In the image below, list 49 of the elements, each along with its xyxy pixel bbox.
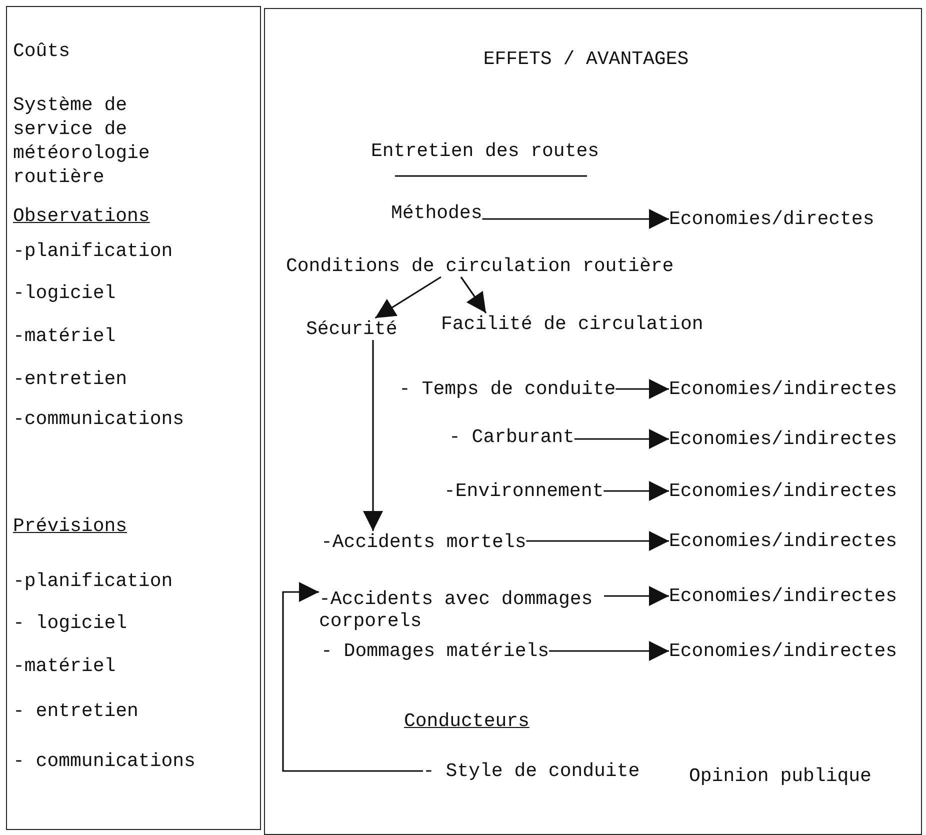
text-label: Conditions de circulation routière <box>286 255 674 277</box>
text-label: -planification <box>13 240 173 262</box>
panel <box>6 6 261 830</box>
text-label: Sécurité <box>306 318 398 340</box>
arrow <box>460 276 487 314</box>
arrow <box>549 641 669 661</box>
section-heading: Observations <box>13 205 150 227</box>
text-label: Système de service de météorologie routière <box>13 93 151 189</box>
text-label: Coûts <box>13 40 70 62</box>
arrow <box>363 340 383 531</box>
text-label: -entretien <box>13 368 128 390</box>
text-label: - communications <box>13 750 196 772</box>
text-label: -matériel <box>13 655 116 677</box>
text-label: Entretien des routes <box>371 140 600 162</box>
text-label: Méthodes <box>391 202 482 224</box>
section-heading: Prévisions <box>13 515 128 537</box>
text-label: Economies/indirectes <box>669 480 898 502</box>
text-label: Economies/indirectes <box>669 640 898 662</box>
panel <box>264 8 922 835</box>
text-label: -Accidents mortels <box>321 531 526 553</box>
arrow <box>482 209 669 229</box>
text-label: Economies/indirectes <box>669 378 898 400</box>
text-label: Economies/indirectes <box>669 530 898 552</box>
arrow <box>574 429 669 449</box>
text-label: Economies/indirectes <box>669 428 898 450</box>
arrow <box>526 531 669 551</box>
text-label: -Accidents avec dommages corporels <box>319 588 604 632</box>
text-label: - logiciel <box>13 612 128 634</box>
text-label: - Carburant <box>449 426 574 448</box>
text-label: EFFETS / AVANTAGES <box>483 48 689 70</box>
text-label: - Style de conduite <box>423 760 640 782</box>
arrow <box>604 586 669 606</box>
arrow <box>616 379 669 399</box>
text-label: -matériel <box>13 325 116 347</box>
section-heading: Conducteurs <box>404 710 530 732</box>
text-label: -logiciel <box>13 282 116 304</box>
text-label: Facilité de circulation <box>441 313 704 335</box>
arrow <box>604 481 669 501</box>
arrow <box>374 276 442 319</box>
text-label: -Environnement <box>444 480 604 502</box>
text-label: - Dommages matériels <box>321 640 550 662</box>
text-label: Opinion publique <box>689 765 872 787</box>
text-label: -communications <box>13 408 184 430</box>
text-label: Economies/indirectes <box>669 585 898 607</box>
text-label: -planification <box>13 570 173 592</box>
text-label: - entretien <box>13 700 138 722</box>
text-label: Economies/directes <box>669 208 874 230</box>
arrow <box>282 582 423 772</box>
text-label: - Temps de conduite <box>399 378 616 400</box>
